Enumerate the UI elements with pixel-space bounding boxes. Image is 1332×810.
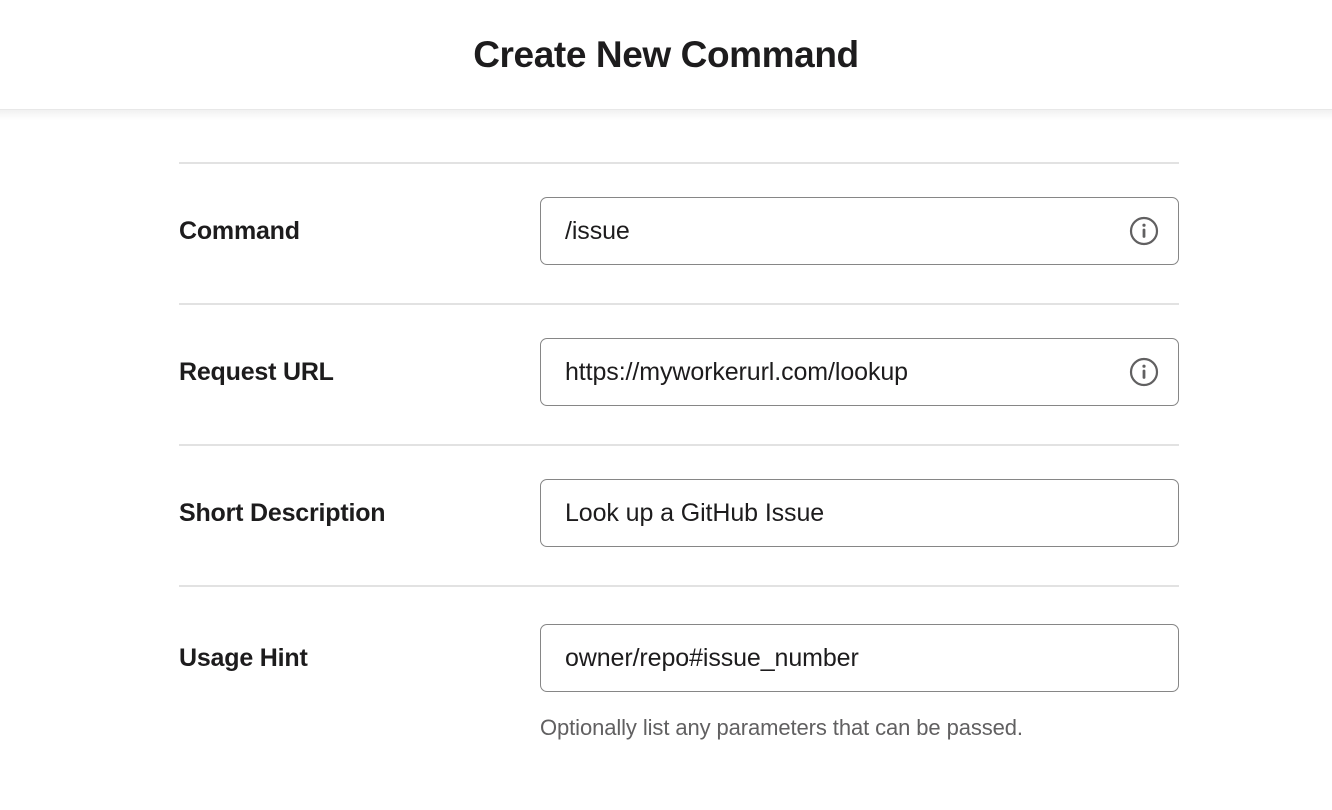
spacer bbox=[179, 265, 1179, 303]
divider bbox=[179, 162, 1179, 164]
request-url-input[interactable] bbox=[540, 338, 1179, 406]
divider bbox=[179, 585, 1179, 587]
input-wrap-command bbox=[540, 197, 1179, 265]
usage-hint-helper-text: Optionally list any parameters that can … bbox=[540, 715, 1023, 740]
input-wrap-short-description bbox=[540, 479, 1179, 547]
command-form: Command Request URL bbox=[179, 162, 1179, 741]
form-row-short-description: Short Description bbox=[179, 479, 1179, 547]
short-description-input[interactable] bbox=[540, 479, 1179, 547]
form-row-request-url: Request URL bbox=[179, 338, 1179, 406]
usage-hint-input[interactable] bbox=[540, 624, 1179, 692]
form-row-usage-hint: Usage Hint Optionally list any parameter… bbox=[179, 624, 1179, 741]
page-title: Create New Command bbox=[473, 34, 859, 75]
spacer bbox=[179, 406, 1179, 444]
modal-header: Create New Command bbox=[0, 0, 1332, 120]
field-control-short-description bbox=[540, 479, 1179, 547]
spacer bbox=[179, 305, 1179, 338]
info-circle-icon[interactable] bbox=[1129, 216, 1159, 246]
field-label-request-url: Request URL bbox=[179, 358, 334, 386]
divider bbox=[179, 303, 1179, 305]
form-row-command: Command bbox=[179, 197, 1179, 265]
modal-body: Command Request URL bbox=[0, 110, 1332, 741]
divider bbox=[179, 444, 1179, 446]
info-circle-icon[interactable] bbox=[1129, 357, 1159, 387]
field-control-request-url bbox=[540, 338, 1179, 406]
field-control-usage-hint: Optionally list any parameters that can … bbox=[540, 624, 1179, 741]
command-input[interactable] bbox=[540, 197, 1179, 265]
field-label-usage-hint: Usage Hint bbox=[179, 644, 308, 672]
spacer bbox=[179, 587, 1179, 624]
field-label-short-description: Short Description bbox=[179, 499, 386, 527]
input-wrap-usage-hint bbox=[540, 624, 1179, 692]
input-wrap-request-url bbox=[540, 338, 1179, 406]
field-label-command: Command bbox=[179, 217, 300, 245]
spacer bbox=[179, 164, 1179, 197]
spacer bbox=[179, 547, 1179, 585]
spacer bbox=[179, 446, 1179, 479]
field-control-command bbox=[540, 197, 1179, 265]
